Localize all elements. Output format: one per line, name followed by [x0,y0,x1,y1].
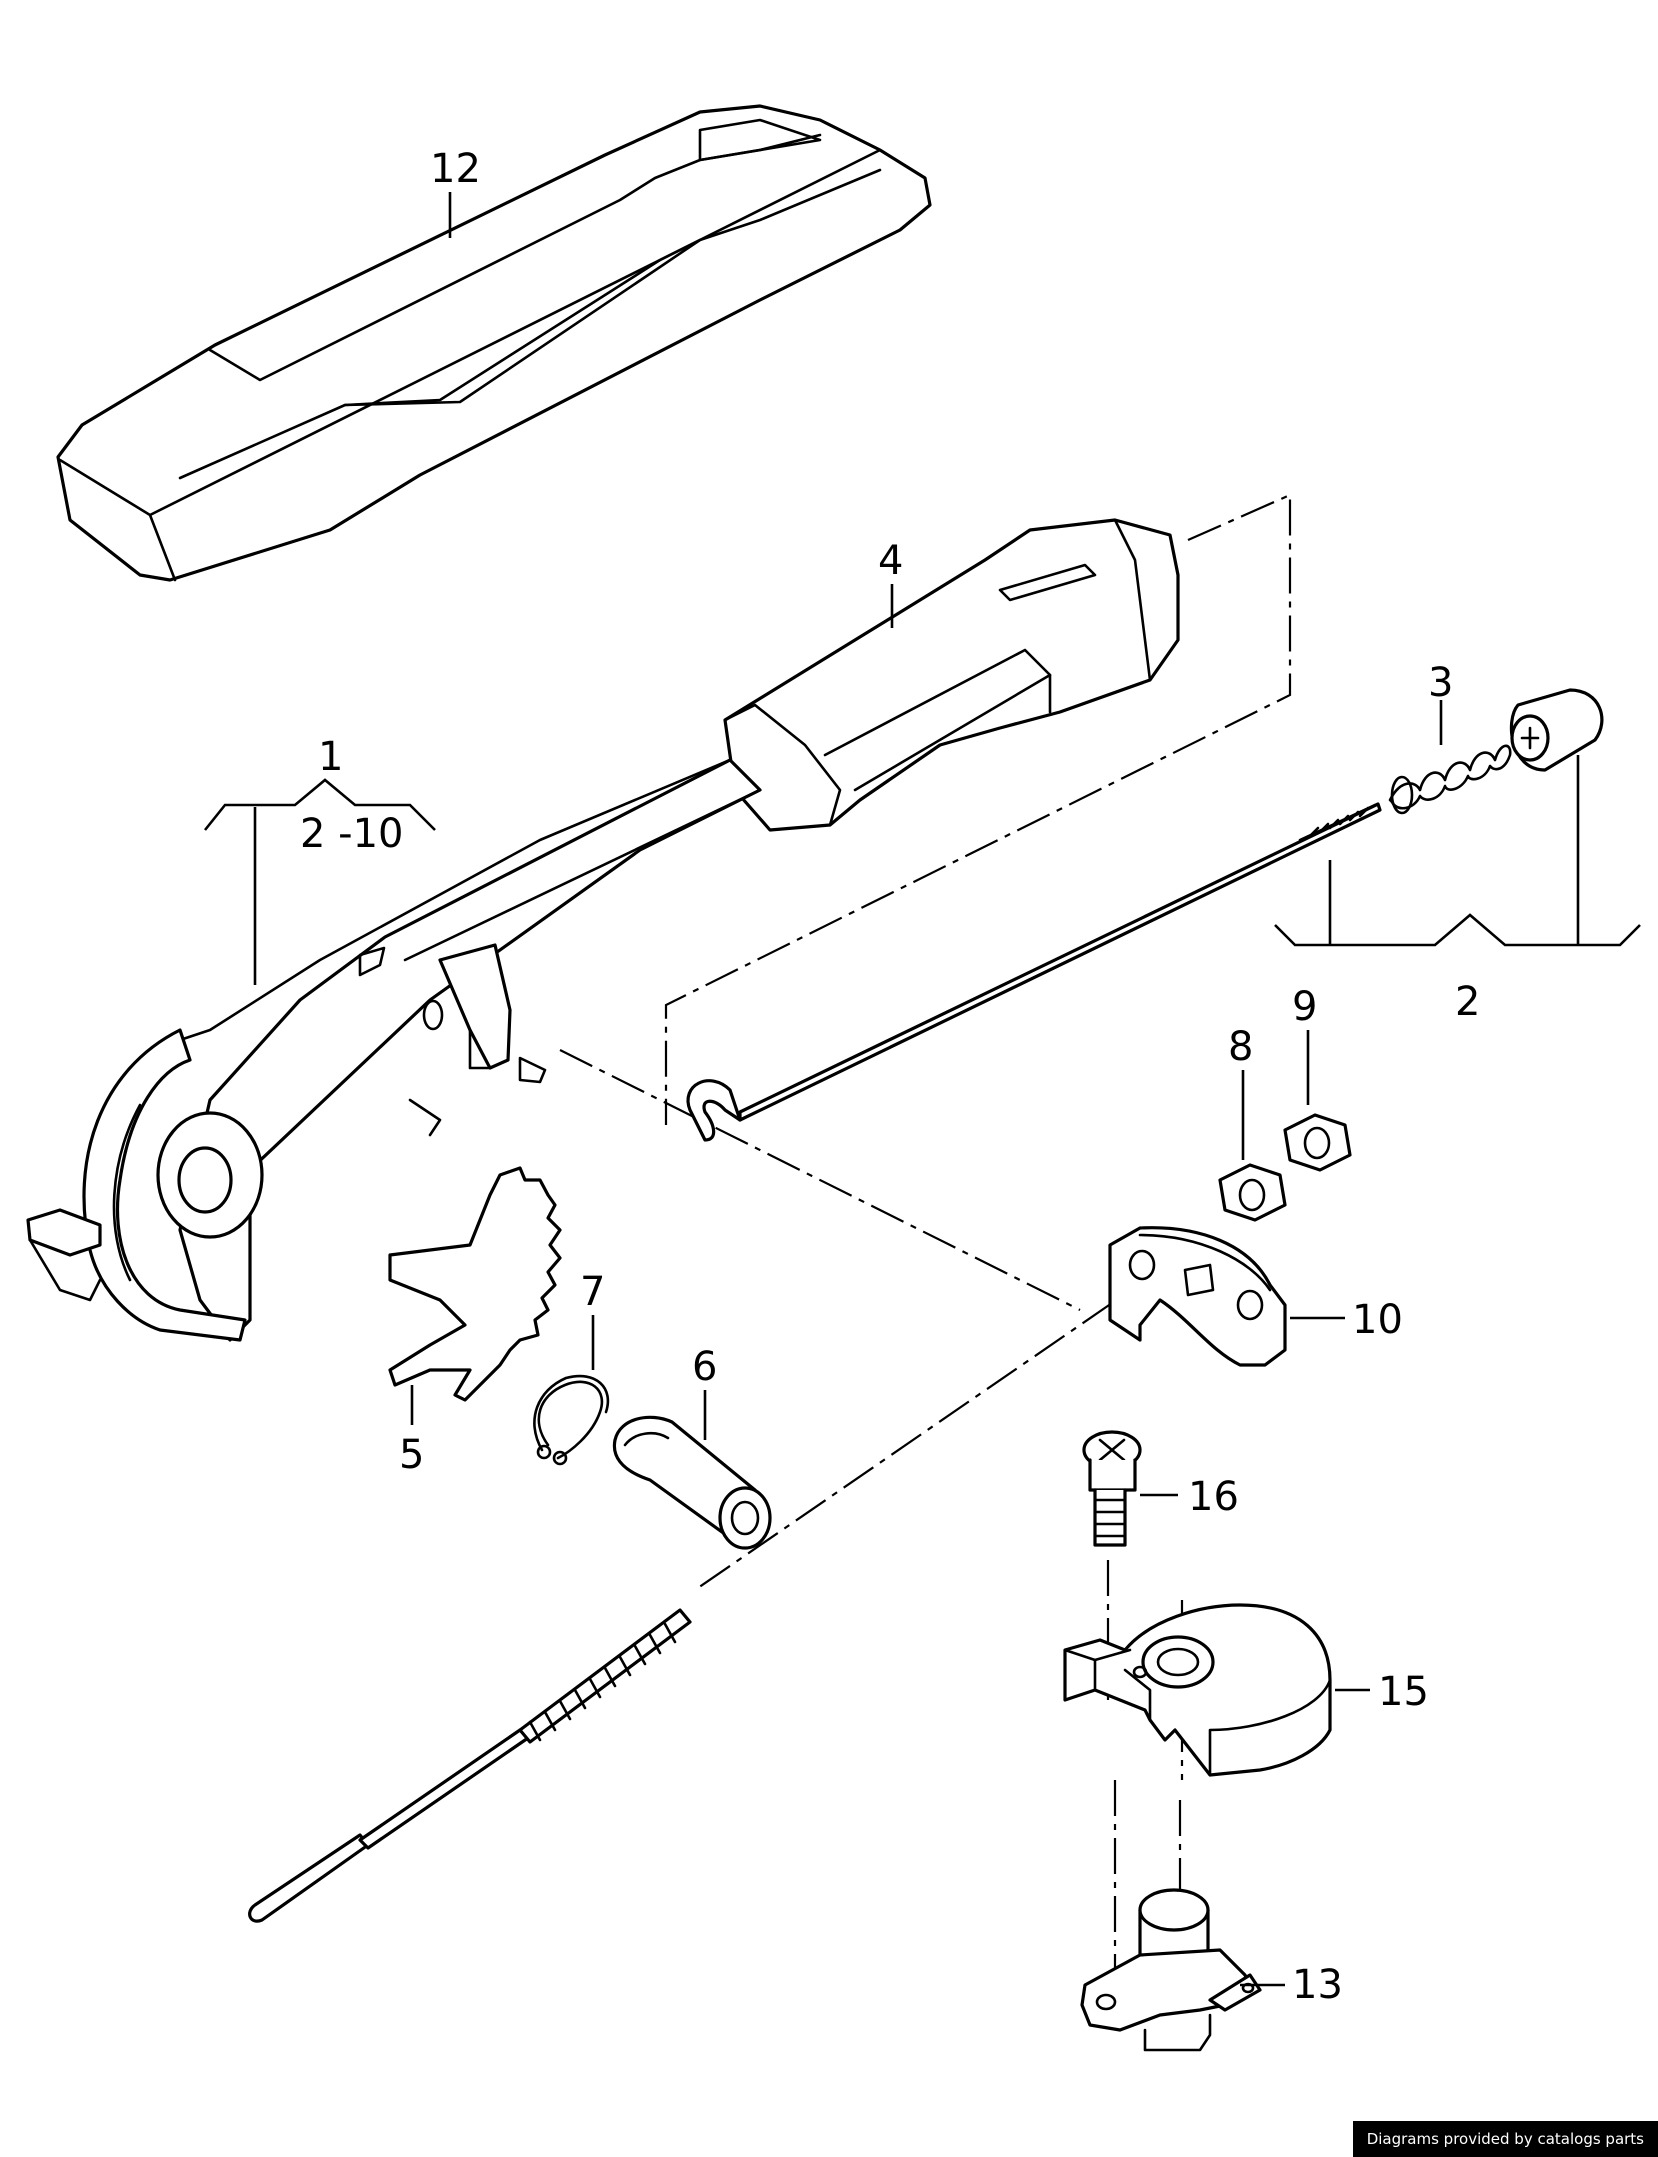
callout-16: 16 [1140,1474,1239,1520]
part-15-bracket[interactable] [1063,1603,1332,1777]
callout-3: 3 [1428,660,1453,745]
callout-1-range-label: 2 -10 [300,811,404,857]
part-5-ratchet-pawl[interactable] [388,1166,562,1402]
callout-7-label: 7 [580,1269,605,1315]
callout-4: 4 [878,538,903,628]
part-7-circlip[interactable] [533,1374,610,1466]
callout-15: 15 [1335,1669,1429,1715]
callout-15-label: 15 [1378,1669,1429,1715]
callout-8-label: 8 [1228,1024,1253,1070]
callout-7: 7 [580,1269,605,1370]
part-1-lever-body[interactable] [178,758,762,1342]
callout-5-label: 5 [399,1432,424,1478]
part-4-hand-grip[interactable] [723,518,1180,832]
callout-13: 13 [1240,1962,1343,2008]
part-16-screw[interactable] [1082,1430,1142,1547]
callout-12: 12 [430,146,481,238]
callout-2-label: 2 [1455,979,1480,1025]
part-10-mounting-plate[interactable] [1108,1226,1287,1367]
callout-9: 9 [1292,984,1317,1105]
callout-4-label: 4 [878,538,903,584]
part-6-sleeve[interactable] [612,1415,772,1550]
callout-3-label: 3 [1428,660,1453,706]
callout-1: 1 2 -10 [203,734,436,985]
part-13-pivot-mount[interactable] [1080,1888,1262,2052]
callout-5: 5 [399,1385,424,1478]
callout-16-label: 16 [1188,1474,1239,1520]
brake-cable [248,1608,692,1923]
diagram-credit-footer: Diagrams provided by catalogs parts [1352,2121,1658,2157]
callout-10-label: 10 [1352,1297,1403,1343]
callout-2: 2 [1274,755,1641,1025]
part-8-nut[interactable] [1218,1163,1287,1222]
part-2-bushing [1509,688,1604,772]
part-12-handle-cover[interactable] [56,104,932,582]
part-9-nut[interactable] [1283,1113,1352,1172]
callout-13-label: 13 [1292,1962,1343,2008]
callout-8: 8 [1228,1024,1253,1160]
callout-12-label: 12 [430,146,481,192]
part-1-ratchet-disc [26,1028,264,1342]
part-2-release-rod[interactable] [686,802,1382,1142]
part-3-spring[interactable] [1388,744,1512,815]
callout-6-label: 6 [692,1344,717,1390]
callout-9-label: 9 [1292,984,1317,1030]
callout-10: 10 [1290,1297,1403,1343]
callout-6: 6 [692,1344,717,1440]
callout-1-label: 1 [318,734,343,780]
